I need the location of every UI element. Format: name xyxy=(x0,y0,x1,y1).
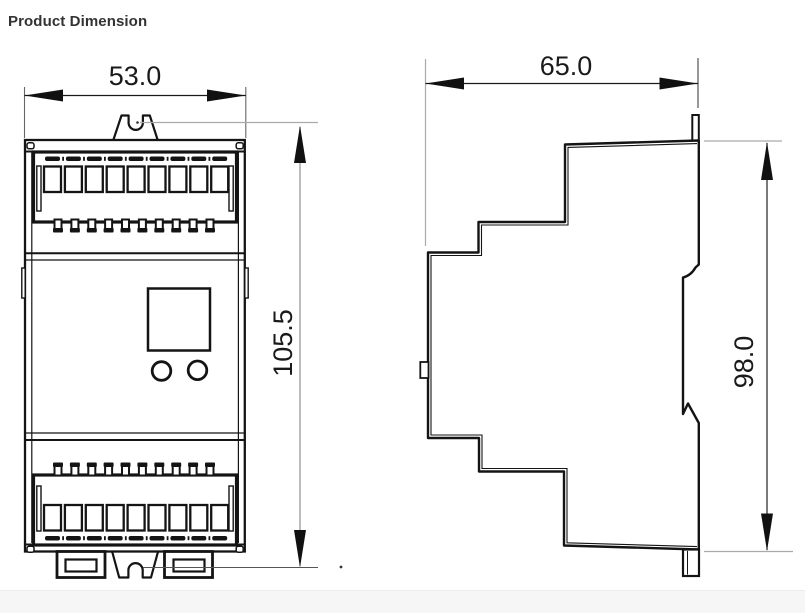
side-bottom-foot xyxy=(681,548,701,578)
front-button-left xyxy=(150,360,173,382)
terminal-block-top xyxy=(34,152,237,222)
dimension-annotations: 53.0 105.5 65.0 xyxy=(23,51,793,569)
terminal-block-bottom xyxy=(34,475,237,545)
dim-label-front-width: 53.0 xyxy=(109,61,162,91)
dim-front-height: 105.5 xyxy=(136,121,343,569)
dim-front-width: 53.0 xyxy=(23,61,247,138)
dim-arrow-left xyxy=(24,89,63,102)
dim-arrow-right xyxy=(659,77,698,90)
front-screw-bottom-left xyxy=(26,545,35,553)
leader-anchor-dot xyxy=(339,565,343,569)
side-profile-outline xyxy=(426,139,700,551)
side-view xyxy=(419,114,701,578)
footer-band xyxy=(0,590,805,613)
dim-arrow-right xyxy=(207,89,246,102)
dim-side-depth: 65.0 xyxy=(424,51,699,246)
front-button-right xyxy=(186,359,209,382)
dim-arrow-up xyxy=(761,142,773,180)
front-top-mount-tab xyxy=(111,114,160,143)
front-view xyxy=(21,114,249,579)
side-top-clip-tab xyxy=(691,114,700,141)
front-screw-top-left xyxy=(26,142,35,150)
front-foot-left-hole xyxy=(64,558,98,573)
leader-anchor-dot xyxy=(136,121,139,124)
front-side-latch-right xyxy=(244,267,249,299)
dim-arrow-left xyxy=(425,77,464,90)
dim-arrow-down xyxy=(761,513,773,551)
display-window xyxy=(146,287,212,352)
side-profile-inner-line xyxy=(430,143,698,548)
dim-label-side-height: 98.0 xyxy=(729,336,759,389)
front-side-latch-left xyxy=(21,267,26,299)
front-screw-bottom-right xyxy=(235,545,244,553)
page-title: Product Dimension xyxy=(8,13,148,30)
dim-arrow-up xyxy=(294,125,306,163)
front-bottom-mount-tab xyxy=(110,549,160,579)
dim-label-side-depth: 65.0 xyxy=(540,51,593,81)
side-latch-bump xyxy=(419,361,430,379)
dim-label-front-height: 105.5 xyxy=(268,309,298,377)
front-screw-top-right xyxy=(235,142,244,150)
front-foot-right-hole xyxy=(172,558,206,573)
dim-side-height: 98.0 xyxy=(704,140,793,553)
dim-arrow-down xyxy=(294,530,306,568)
